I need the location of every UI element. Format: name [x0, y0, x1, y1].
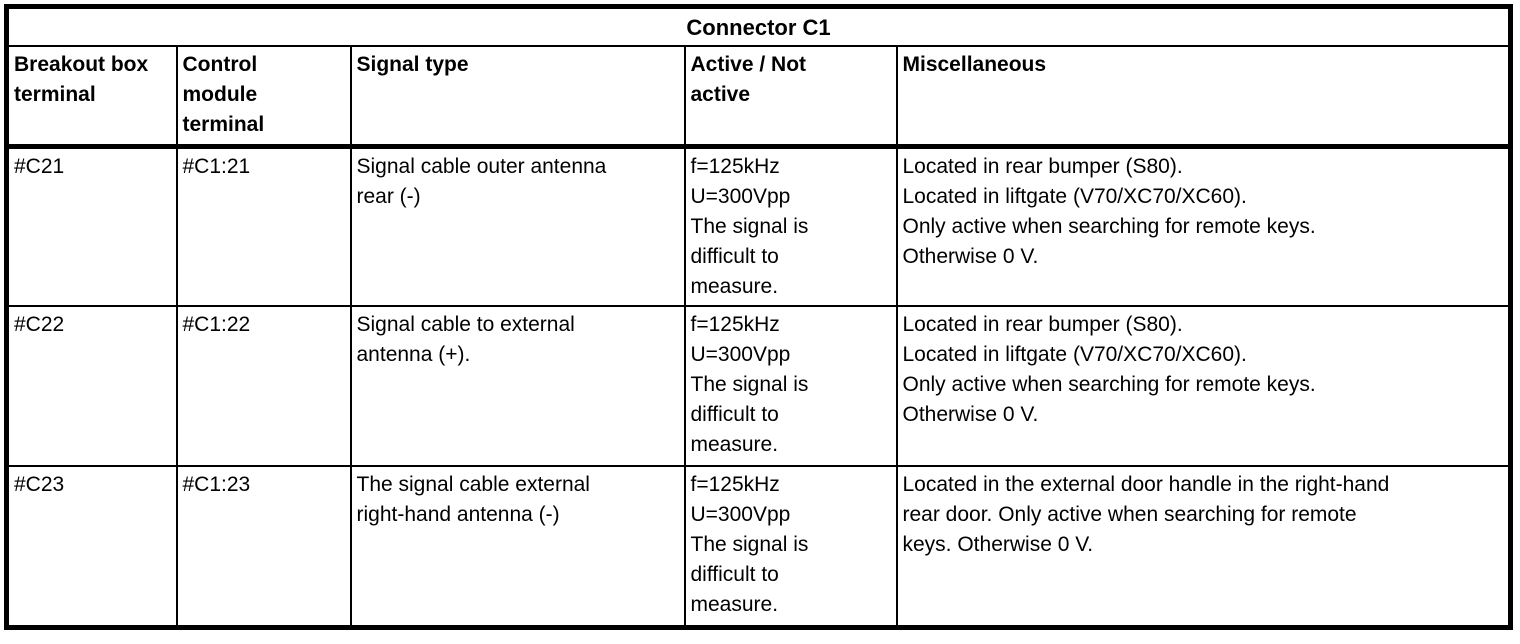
cell-signal-type: Signal cable to external antenna (+). [349, 304, 686, 467]
table-row: #C23 #C1:23 The signal cable external ri… [5, 464, 1512, 629]
cell-active-not-active: f=125kHz U=300Vpp The signal is difficul… [683, 304, 898, 467]
cell-signal-type: The signal cable external right-hand ant… [349, 464, 686, 629]
cell-miscellaneous: Located in the external door handle in t… [895, 464, 1512, 629]
table-title-row: Connector C1 [5, 5, 1512, 47]
cell-signal-type: Signal cable outer antenna rear (-) [349, 145, 686, 307]
connector-c1-table: Connector C1 Breakout box terminal Contr… [4, 4, 1514, 630]
cell-breakout-box-terminal: #C21 [5, 145, 178, 307]
table-header-row: Breakout box terminal Control module ter… [5, 45, 1512, 149]
column-header-control-module-terminal: Control module terminal [175, 45, 352, 149]
cell-control-module-terminal: #C1:23 [175, 464, 352, 629]
cell-control-module-terminal: #C1:22 [175, 304, 352, 467]
cell-miscellaneous: Located in rear bumper (S80). Located in… [895, 145, 1512, 307]
cell-breakout-box-terminal: #C23 [5, 464, 178, 629]
table-row: #C22 #C1:22 Signal cable to external ant… [5, 304, 1512, 467]
table-row: #C21 #C1:21 Signal cable outer antenna r… [5, 145, 1512, 307]
column-header-signal-type: Signal type [349, 45, 686, 149]
cell-active-not-active: f=125kHz U=300Vpp The signal is difficul… [683, 145, 898, 307]
cell-control-module-terminal: #C1:21 [175, 145, 352, 307]
column-header-active-not-active: Active / Not active [683, 45, 898, 149]
cell-miscellaneous: Located in rear bumper (S80). Located in… [895, 304, 1512, 467]
cell-breakout-box-terminal: #C22 [5, 304, 178, 467]
column-header-miscellaneous: Miscellaneous [895, 45, 1512, 149]
column-header-breakout-box-terminal: Breakout box terminal [5, 45, 178, 149]
cell-active-not-active: f=125kHz U=300Vpp The signal is difficul… [683, 464, 898, 629]
table-title: Connector C1 [5, 5, 1512, 47]
